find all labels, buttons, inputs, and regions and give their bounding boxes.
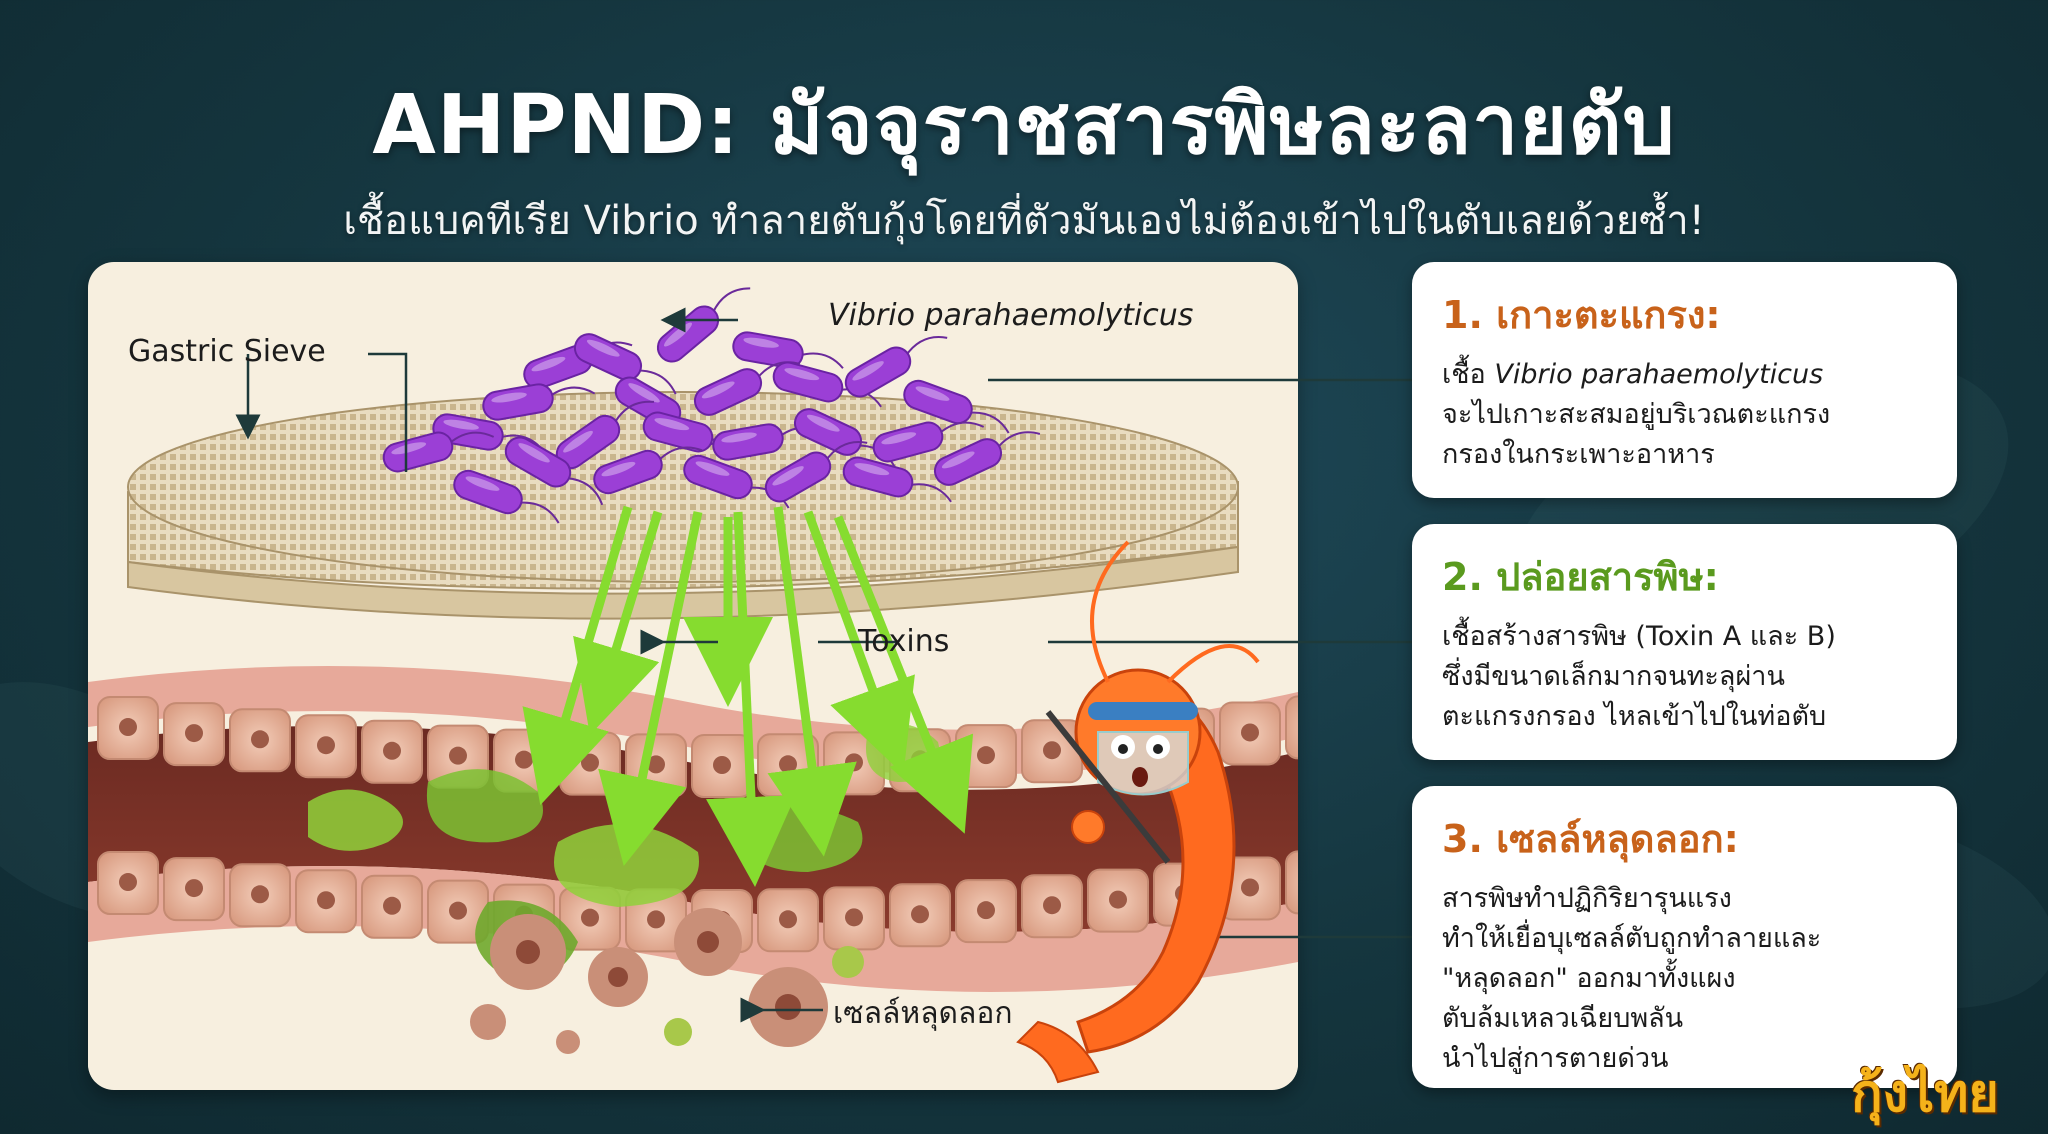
vibrio-bacterium [872, 421, 985, 463]
vibrio-bacterium [382, 431, 495, 473]
step-2-body: เชื้อสร้างสารพิษ (Toxin A และ B) ซึ่งมีข… [1442, 621, 1836, 732]
vibrio-bacterium [573, 333, 677, 395]
vibrio-bacterium [793, 408, 897, 470]
step-1-title: 1. เกาะตะแกรง: [1442, 293, 1721, 337]
page-title: AHPND: มัจจุราชสารพิษละลายตับ [372, 78, 1676, 173]
vibrio-bacterium [842, 456, 952, 503]
toxins-label: Toxins [858, 624, 950, 659]
vibrio-bacterium [504, 436, 604, 506]
infection-illustration [88, 287, 1298, 1084]
step-card-1: 1. เกาะตะแกรง: เชื้อ Vibrio parahaemolyt… [1412, 262, 1957, 498]
step-1-body: เชื้อ Vibrio parahaemolyticus จะไปเกาะสะ… [1442, 359, 1831, 470]
vibrio-bacterium [683, 454, 790, 509]
vibrio-bacterium [903, 379, 1010, 434]
label-leaders [235, 307, 1298, 1023]
vibrio-bacterium [593, 446, 703, 495]
vibrio-bacterium [453, 469, 560, 524]
vibrio-bacterium [693, 361, 801, 416]
vibrio-bacterium [732, 331, 844, 369]
vibrio-bacterium [844, 336, 948, 398]
toxin-arrows [522, 505, 974, 887]
shrimp-mascot [1016, 540, 1260, 1084]
vibrio-bacterium [482, 383, 596, 421]
page-subtitle: เชื้อแบคทีเรีย Vibrio ทำลายตับกุ้งโดยที่… [343, 198, 1705, 244]
diagram-panel: Vibrio parahaemolyticus Gastric Sieve To… [88, 262, 1298, 1090]
sloughed-cells [470, 908, 864, 1054]
vibrio-bacterium [772, 361, 882, 408]
step-3-body: สารพิษทำปฏิกิริยารุนแรง ทำให้เยื่อบุเซลล… [1442, 883, 1822, 1074]
step-card-3: 3. เซลล์หลุดลอก: สารพิษทำปฏิกิริยารุนแรง… [1412, 786, 1957, 1088]
epithelial-cell [1285, 695, 1298, 760]
sloughed-cells-label: เซลล์หลุดลอก [833, 996, 1013, 1031]
brand-logo: กุ้งไทย [1851, 1063, 1999, 1124]
step-2-title: 2. ปล่อยสารพิษ: [1442, 555, 1719, 599]
step-3-title: 3. เซลล์หลุดลอก: [1442, 817, 1739, 861]
vibrio-bacteria-cluster [382, 287, 1041, 524]
vibrio-bacterium [933, 431, 1041, 486]
gastric-sieve-label: Gastric Sieve [128, 334, 326, 369]
vibrio-label: Vibrio parahaemolyticus [828, 298, 1194, 333]
vibrio-bacterium [764, 441, 868, 503]
step-card-2: 2. ปล่อยสารพิษ: เชื้อสร้างสารพิษ (Toxin … [1412, 524, 1957, 760]
epithelial-cell [1285, 850, 1298, 915]
